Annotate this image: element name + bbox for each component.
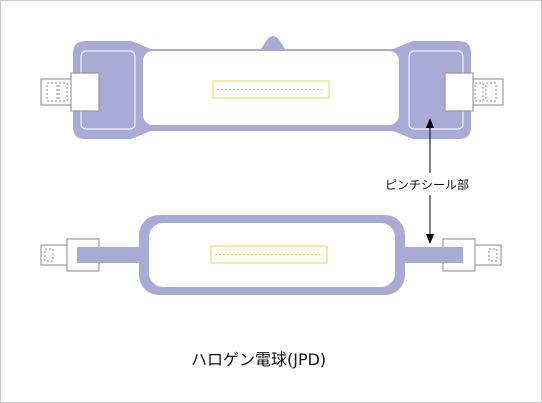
arrowhead-up xyxy=(426,118,434,128)
top-filament xyxy=(212,80,330,99)
top-lamp xyxy=(40,36,504,139)
bottom-right-pinch-seal xyxy=(395,247,463,263)
top-bulb xyxy=(143,51,399,125)
bottom-lamp xyxy=(40,215,502,295)
pinch-seal-label: ピンチシール部 xyxy=(385,178,470,192)
diagram-caption: ハロゲン電球(JPD) xyxy=(191,350,327,369)
pinch-seal-arrows xyxy=(426,118,434,244)
arrowhead-down xyxy=(426,234,434,244)
bottom-left-pinch-seal xyxy=(77,247,149,263)
bottom-filament xyxy=(210,245,328,264)
